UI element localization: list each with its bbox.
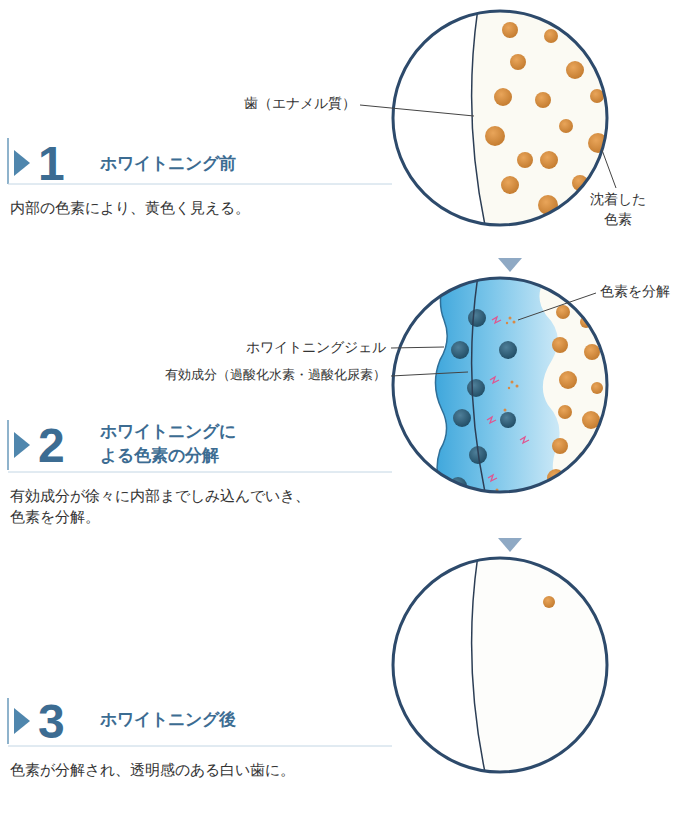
- part-label: 有効成分（過酸化水素・過酸化尿素）: [165, 366, 386, 384]
- step-heading: ホワイトニング前: [100, 152, 236, 176]
- step-caption: 内部の色素により、黄色く見える。: [10, 198, 250, 219]
- step-number: 3: [38, 698, 65, 746]
- step-caption: 色素が分解され、透明感のある白い歯に。: [10, 760, 295, 781]
- step-number: 2: [38, 422, 65, 470]
- part-label: 色素を分解: [600, 282, 670, 302]
- step-heading: ホワイトニングに よる色素の分解: [100, 420, 250, 468]
- part-label: 歯（エナメル質）: [244, 94, 356, 114]
- down-arrow: [498, 258, 522, 272]
- down-arrow: [498, 538, 522, 552]
- part-label: 沈着した 色素: [586, 190, 650, 229]
- tooth-before: [390, 8, 612, 230]
- part-label: ホワイトニングジェル: [246, 338, 386, 358]
- tooth-after: [390, 555, 612, 777]
- step-number: 1: [38, 140, 65, 188]
- leader-lines: [360, 105, 616, 376]
- tooth-whitening: [390, 275, 612, 497]
- step-caption: 有効成分が徐々に内部までしみ込んでいき、 色素を分解。: [10, 486, 328, 528]
- step-heading: ホワイトニング後: [100, 708, 236, 732]
- step-markers: [8, 138, 392, 746]
